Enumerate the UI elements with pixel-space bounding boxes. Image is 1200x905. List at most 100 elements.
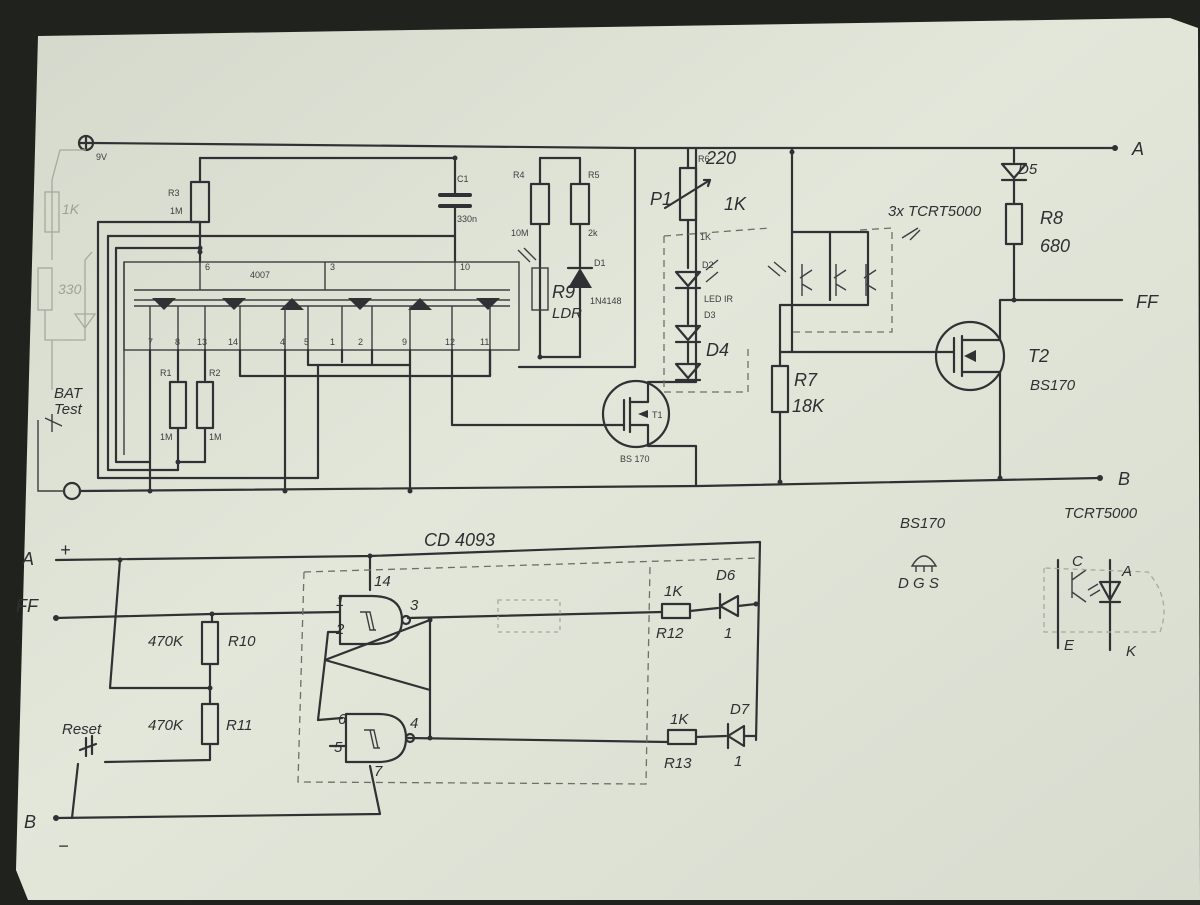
r11-label: R11 (226, 717, 252, 734)
d4-label: D4 (706, 340, 729, 360)
tcrt-c: C (1072, 553, 1083, 570)
right-branch (1000, 146, 1124, 303)
svg-text:2: 2 (358, 337, 363, 347)
top-circuit-wiring (96, 146, 637, 494)
r1-value: 1M (160, 432, 173, 442)
r10-label: R10 (228, 633, 256, 650)
c1-value: 330n (457, 214, 477, 224)
svg-text:4: 4 (280, 337, 285, 347)
r3-value: 1M (170, 206, 183, 216)
diode-d6 (718, 592, 758, 620)
tcrt-a: A (1121, 563, 1132, 580)
battery-test-branch (37, 149, 97, 492)
ldr-r9 (517, 247, 549, 311)
diode-d7 (726, 722, 758, 750)
nand-gate-1 (338, 594, 412, 646)
resistor-r5 (569, 156, 591, 270)
tcrt-e: E (1064, 637, 1075, 654)
bottom-circuit-wiring (53, 540, 762, 821)
r6-label: R6 (698, 154, 710, 164)
led-pin-label: 1K (700, 232, 711, 242)
plus-sign: + (60, 540, 71, 560)
minus-sign: − (58, 836, 69, 856)
bottom-node-ff: FF (16, 596, 39, 616)
ic-pin-10: 10 (460, 262, 470, 272)
ic-pin-6: 6 (205, 262, 210, 272)
d1-label: D1 (594, 258, 606, 268)
r4-label: R4 (513, 170, 525, 180)
supply-voltage-label: 9V (96, 152, 107, 162)
ic2-dashed-box (297, 557, 761, 785)
r7-value: 18K (792, 396, 825, 416)
reset-label: Reset (62, 721, 102, 738)
r8-value: 680 (1040, 236, 1070, 256)
r13-label: R13 (664, 755, 692, 772)
node-b-label: B (1118, 469, 1130, 489)
svg-text:13: 13 (197, 337, 207, 347)
transistor-t1 (601, 146, 698, 488)
svg-text:14: 14 (374, 573, 391, 590)
resistor-r4 (529, 156, 582, 360)
svg-text:1: 1 (330, 337, 335, 347)
t1-type: BS 170 (620, 454, 650, 464)
svg-text:6: 6 (338, 711, 347, 728)
resistor-r7 (770, 350, 790, 485)
transistor-t2 (934, 298, 1016, 481)
t2-label: T2 (1028, 346, 1049, 366)
bottom-node-b: B (24, 812, 36, 832)
bs170-pin-letters: D G S (898, 575, 939, 592)
resistor-r11 (200, 702, 220, 746)
svg-text:7: 7 (374, 763, 383, 780)
t2-type: BS170 (1030, 377, 1076, 394)
r3-label: R3 (168, 188, 180, 198)
r4-value: 10M (511, 228, 529, 238)
r13-value: 1K (670, 711, 689, 728)
ic2-label: CD 4093 (424, 530, 495, 550)
d2-label: D2 (702, 260, 714, 270)
led-dashed-box (663, 227, 771, 393)
svg-text:4: 4 (410, 715, 418, 732)
d6-pin: 1 (724, 625, 732, 642)
ldr-label: LDR (552, 305, 582, 322)
resistor-r2 (176, 380, 215, 464)
resistor-r10 (200, 620, 220, 666)
ic-pin-3: 3 (330, 262, 335, 272)
d7-label: D7 (730, 701, 750, 718)
r10-value: 470K (148, 633, 184, 650)
resistor-r12 (660, 602, 720, 620)
r2-value: 1M (209, 432, 222, 442)
tcrt-note: TCRT5000 (1064, 505, 1138, 522)
node-ff-label: FF (1136, 292, 1159, 312)
r1-label: R1 (160, 368, 172, 378)
nand-gate-2 (344, 712, 416, 764)
sensor-note: 3x TCRT5000 (888, 203, 982, 220)
r12-value: 1K (664, 583, 683, 600)
r12-label: R12 (656, 625, 684, 642)
svg-text:1: 1 (336, 593, 344, 610)
resistor-r13 (666, 728, 728, 746)
r5-label: R5 (588, 170, 600, 180)
bat-label: BAT (54, 385, 84, 402)
d1-value: 1N4148 (590, 296, 622, 306)
test-label: Test (54, 401, 83, 418)
r11-value: 470K (148, 717, 184, 734)
led-ir-label: LED IR (704, 294, 734, 304)
phototransistor-array (767, 146, 942, 354)
tcrt-k: K (1126, 643, 1137, 660)
ic2-pin-labels: 1 2 3 14 6 5 4 7 (334, 573, 419, 780)
svg-text:9: 9 (402, 337, 407, 347)
svg-text:3: 3 (410, 597, 419, 614)
ic-4007-label: 4007 (250, 270, 270, 280)
pencil-1k-label: 1K (62, 201, 80, 217)
r9-label: R9 (552, 282, 575, 302)
svg-text:14: 14 (228, 337, 238, 347)
capacitor-c1 (438, 155, 472, 264)
svg-text:2: 2 (335, 621, 345, 638)
led-chain (663, 146, 719, 384)
d7-pin: 1 (734, 753, 742, 770)
pencil-330-label: 330 (58, 281, 82, 297)
svg-text:7: 7 (148, 337, 153, 347)
ic-pin-numbers: 7 8 13 14 4 5 1 2 9 12 11 (148, 337, 489, 347)
